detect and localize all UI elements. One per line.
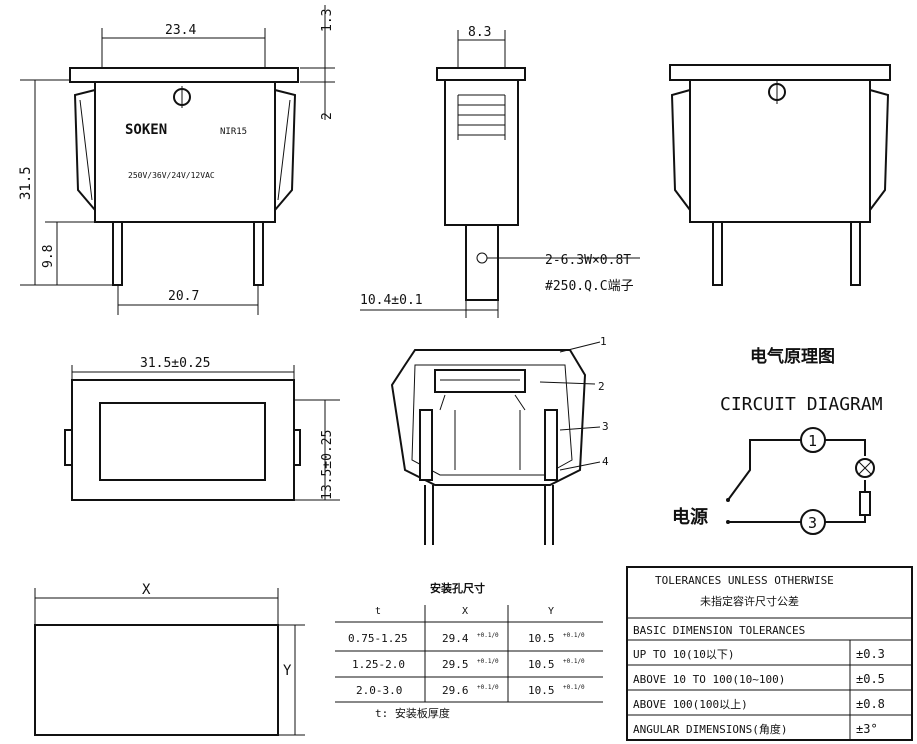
callout-4: 4 bbox=[602, 455, 609, 468]
hole-table-note: t: 安装板厚度 bbox=[375, 706, 450, 720]
tolerance-range: ABOVE 100(100以上) bbox=[633, 698, 748, 711]
dim-flange: 1.3 bbox=[320, 9, 335, 32]
dim-pin: 9.8 bbox=[41, 245, 56, 268]
model-label: NIR15 bbox=[220, 127, 247, 137]
dim-width-top: 23.4 bbox=[165, 23, 196, 38]
brand-logo: SOKEN bbox=[125, 122, 167, 138]
hole-t: 2.0-3.0 bbox=[356, 684, 402, 697]
tolerance-subtitle: BASIC DIMENSION TOLERANCES bbox=[633, 624, 805, 637]
tolerance-title-en: TOLERANCES UNLESS OTHERWISE bbox=[655, 574, 834, 587]
circuit-title-cn: 电气原理图 bbox=[750, 346, 835, 367]
tolerance-title-cn: 未指定容许尺寸公差 bbox=[700, 594, 799, 608]
hole-y: 10.5 bbox=[528, 632, 555, 645]
dim-pin-span: 20.7 bbox=[168, 289, 199, 304]
hole-y-tol: +0.1/0 bbox=[563, 658, 585, 665]
tolerance-range: UP TO 10(10以下) bbox=[633, 648, 734, 661]
hole-x-tol: +0.1/0 bbox=[477, 684, 499, 691]
cutout-y-label: Y bbox=[283, 663, 292, 679]
rating-label: 250V/36V/24V/12VAC bbox=[128, 171, 215, 180]
hole-x-tol: +0.1/0 bbox=[477, 658, 499, 665]
tolerance-value: ±0.8 bbox=[856, 697, 885, 711]
circuit-title-en: CIRCUIT DIAGRAM bbox=[720, 394, 883, 415]
dim-length: 31.5±0.25 bbox=[140, 356, 210, 371]
tolerance-value: ±0.3 bbox=[856, 647, 885, 661]
top-view: 31.5±0.25 13.5±0.25 bbox=[64, 356, 340, 501]
tolerance-range: ANGULAR DIMENSIONS(角度) bbox=[633, 722, 787, 736]
tolerance-value: ±0.5 bbox=[856, 672, 885, 686]
cutout-x-label: X bbox=[142, 582, 151, 598]
hole-y: 10.5 bbox=[528, 684, 555, 697]
section-view: 1 2 3 4 bbox=[390, 335, 609, 545]
hole-size-table: 安装孔尺寸 t X Y 0.75-1.25 29.4 +0.1/0 10.5 +… bbox=[335, 581, 603, 720]
dim-side-width: 8.3 bbox=[468, 25, 491, 40]
power-source-label: 电源 bbox=[672, 506, 708, 528]
hole-header-t: t bbox=[375, 606, 381, 617]
hole-header-x: X bbox=[462, 606, 468, 617]
terminal-1: 1 bbox=[808, 432, 817, 450]
hole-table-title: 安装孔尺寸 bbox=[430, 581, 485, 595]
rear-view bbox=[669, 64, 891, 286]
callout-1: 1 bbox=[600, 335, 607, 348]
panel-cutout: X Y bbox=[34, 582, 305, 736]
terminal-3: 3 bbox=[808, 514, 817, 532]
dim-side-depth: 10.4±0.1 bbox=[360, 293, 423, 308]
hole-y-tol: +0.1/0 bbox=[563, 684, 585, 691]
tolerance-table: TOLERANCES UNLESS OTHERWISE 未指定容许尺寸公差 BA… bbox=[626, 566, 913, 741]
circuit-diagram: 电气原理图 CIRCUIT DIAGRAM 1 3 电源 bbox=[672, 346, 883, 535]
callout-2: 2 bbox=[598, 380, 605, 393]
front-view: 23.4 1.3 2 31.5 9.8 20.7 SOKEN NIR15 250… bbox=[18, 5, 335, 315]
hole-header-y: Y bbox=[548, 606, 554, 617]
hole-row: 2.0-3.0 29.6 +0.1/0 10.5 +0.1/0 bbox=[356, 684, 585, 697]
hole-y-tol: +0.1/0 bbox=[563, 632, 585, 639]
dim-clip: 2 bbox=[320, 112, 335, 120]
side-view: 8.3 10.4±0.1 2-6.3W×0.8T #250.Q.C端子 bbox=[360, 25, 640, 318]
hole-t: 0.75-1.25 bbox=[348, 632, 408, 645]
tolerance-range: ABOVE 10 TO 100(10~100) bbox=[633, 673, 785, 686]
terminal-size-label: 2-6.3W×0.8T bbox=[545, 253, 631, 268]
hole-x: 29.5 bbox=[442, 658, 469, 671]
terminal-type-label: #250.Q.C端子 bbox=[545, 279, 634, 294]
dim-height: 31.5 bbox=[18, 166, 34, 200]
callout-3: 3 bbox=[602, 420, 609, 433]
hole-x: 29.6 bbox=[442, 684, 469, 697]
dim-top-width: 13.5±0.25 bbox=[320, 430, 335, 500]
hole-x-tol: +0.1/0 bbox=[477, 632, 499, 639]
hole-x: 29.4 bbox=[442, 632, 469, 645]
hole-row: 0.75-1.25 29.4 +0.1/0 10.5 +0.1/0 bbox=[348, 632, 585, 645]
hole-row: 1.25-2.0 29.5 +0.1/0 10.5 +0.1/0 bbox=[352, 658, 585, 671]
hole-t: 1.25-2.0 bbox=[352, 658, 405, 671]
tolerance-value: ±3° bbox=[856, 722, 878, 736]
hole-y: 10.5 bbox=[528, 658, 555, 671]
